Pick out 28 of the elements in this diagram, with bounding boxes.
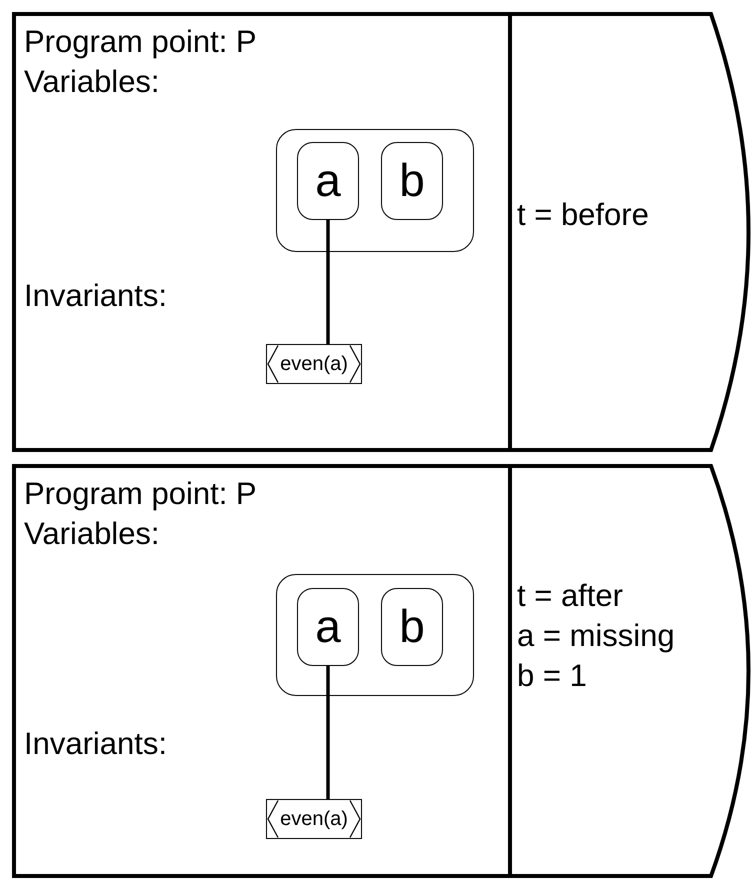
variable-name: a: [314, 157, 342, 204]
variable-box: [381, 588, 443, 666]
variable-name: b: [398, 157, 426, 204]
variable-box: [297, 142, 359, 220]
variables-group-box: [276, 129, 474, 252]
section-label: Invariants:: [24, 726, 168, 762]
invariant-text: even(a): [279, 808, 349, 830]
invariant-text: even(a): [279, 353, 349, 375]
section-label: Variables:: [24, 516, 160, 552]
invariant-tag: [266, 344, 362, 384]
panel-heading: Program point: P: [24, 24, 257, 60]
state-text: b = 1: [517, 658, 587, 694]
variable-box: [297, 588, 359, 666]
variable-name: b: [398, 603, 426, 650]
invariant-tag: [266, 799, 362, 839]
panel-heading: Program point: P: [24, 476, 257, 512]
program-point-panel: [12, 12, 512, 452]
connector-line: [326, 666, 330, 799]
state-text: t = before: [517, 197, 649, 233]
program-point-panel: [12, 464, 512, 878]
state-text: t = after: [517, 578, 623, 614]
connector-line: [326, 220, 330, 344]
state-text: a = missing: [517, 618, 675, 654]
section-label: Invariants:: [24, 278, 168, 314]
section-label: Variables:: [24, 64, 160, 100]
variables-group-box: [276, 574, 474, 696]
variable-name: a: [314, 603, 342, 650]
variable-box: [381, 142, 443, 220]
